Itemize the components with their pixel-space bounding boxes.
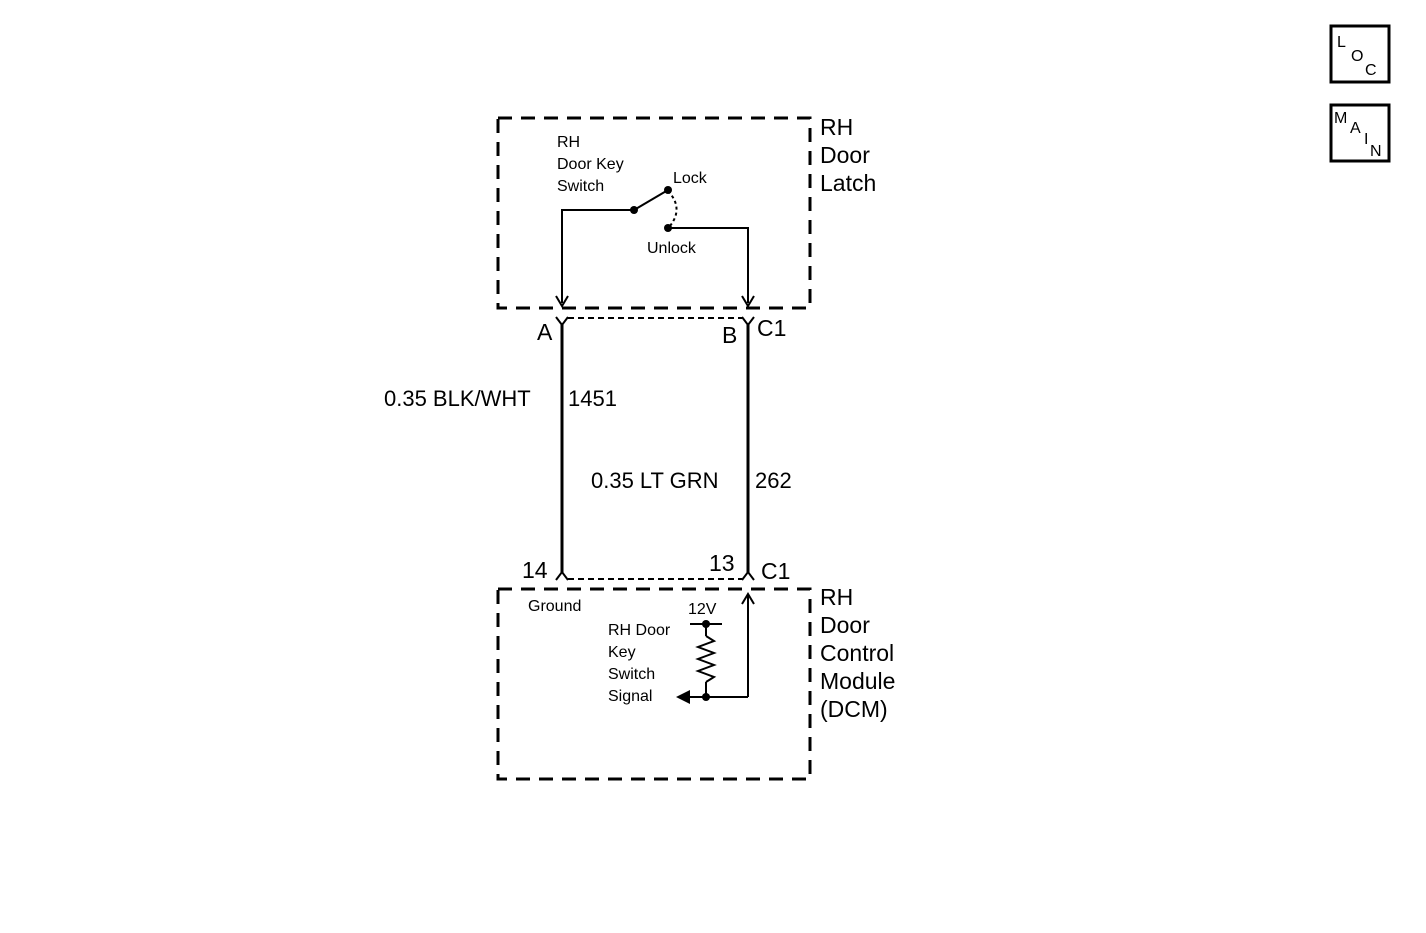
door-latch-box [496, 116, 812, 310]
svg-text:Latch: Latch [820, 170, 876, 196]
svg-text:Door Key: Door Key [557, 156, 624, 173]
wire-1451-circuit: 1451 [568, 386, 617, 411]
signal-arrow-icon [676, 690, 690, 704]
svg-text:Switch: Switch [608, 666, 655, 683]
module-pin-14: 14 [522, 557, 548, 583]
main-letter-m: M [1334, 110, 1347, 127]
supply-node-dot [702, 620, 710, 628]
door-control-module-box [496, 587, 812, 781]
wire-1451-spec: 0.35 BLK/WHT [384, 386, 531, 411]
svg-text:Door: Door [820, 612, 870, 638]
main-letter-a: A [1350, 120, 1361, 137]
latch-pin-a: A [537, 319, 553, 345]
loc-letter-l: L [1337, 34, 1346, 51]
module-pin-13: 13 [709, 550, 735, 576]
module-connector-label: C1 [761, 558, 790, 584]
svg-text:(DCM): (DCM) [820, 696, 888, 722]
svg-text:RH: RH [820, 584, 853, 610]
svg-text:Key: Key [608, 644, 636, 661]
loc-letter-c: C [1365, 62, 1377, 79]
lock-label: Lock [673, 170, 708, 187]
svg-text:Module: Module [820, 668, 895, 694]
door-key-switch-label: RH Door Key Switch [557, 134, 624, 195]
signal-node-dot [702, 693, 710, 701]
svg-text:Signal: Signal [608, 688, 652, 705]
svg-text:Control: Control [820, 640, 894, 666]
door-latch-name: RH Door Latch [820, 114, 876, 196]
svg-text:RH Door: RH Door [608, 622, 671, 639]
key-switch-signal-label: RH Door Key Switch Signal [608, 622, 671, 705]
svg-text:Switch: Switch [557, 178, 604, 195]
latch-pin-b: B [722, 322, 737, 348]
voltage-label: 12V [688, 601, 717, 618]
loc-button[interactable]: L O C [1329, 24, 1391, 84]
lock-contact-dot [664, 186, 672, 194]
unlock-contact-dot [664, 224, 672, 232]
main-letter-n: N [1370, 143, 1382, 160]
unlock-label: Unlock [647, 240, 697, 257]
svg-text:RH: RH [557, 134, 580, 151]
ground-label: Ground [528, 598, 581, 615]
latch-connector-label: C1 [757, 315, 786, 341]
svg-text:RH: RH [820, 114, 853, 140]
svg-text:Door: Door [820, 142, 870, 168]
door-key-switch [555, 189, 755, 308]
wire-262-circuit: 262 [755, 468, 792, 493]
main-button[interactable]: M A I N [1329, 103, 1391, 163]
loc-letter-o: O [1351, 48, 1363, 65]
module-connector [555, 570, 755, 581]
door-control-module-name: RH Door Control Module (DCM) [820, 584, 895, 722]
main-letter-i: I [1364, 131, 1368, 148]
switch-pivot-dot [630, 206, 638, 214]
wire-262-spec: 0.35 LT GRN [591, 468, 719, 493]
